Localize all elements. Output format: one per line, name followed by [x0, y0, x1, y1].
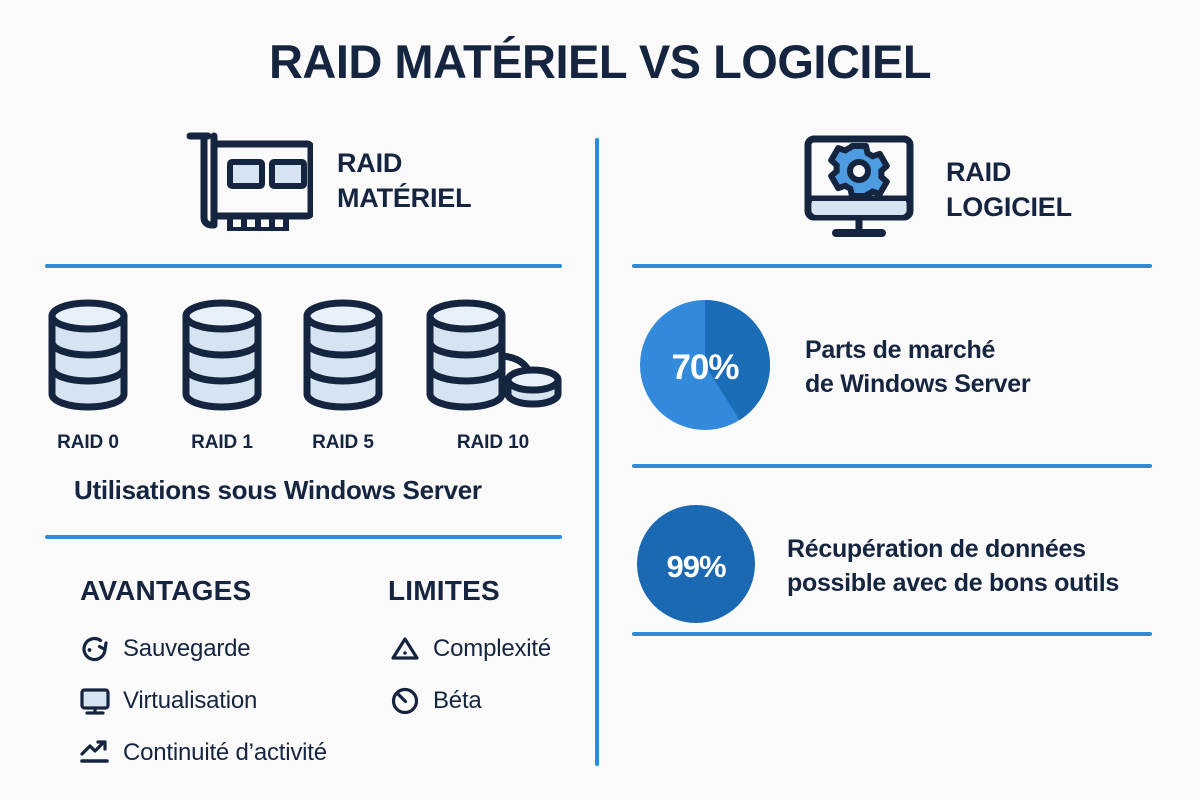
backup-refresh-icon [78, 633, 112, 665]
stat-value: 99% [666, 548, 726, 584]
solid-circle: 99% [637, 505, 755, 628]
database-stack-icon [295, 299, 391, 422]
advantages-title: AVANTAGES [80, 575, 252, 606]
limit-label: Béta [433, 687, 482, 714]
trending-up-icon [78, 737, 112, 769]
raid-level-item: RAID 1 [174, 292, 270, 454]
column-divider [595, 138, 599, 766]
raid-level-label: RAID 0 [57, 432, 119, 453]
advantage-label: Sauvegarde [123, 635, 251, 662]
raid-level-item: RAID 5 [295, 292, 391, 454]
raid-level-label: RAID 5 [312, 432, 374, 453]
raid-level-label: RAID 1 [191, 432, 253, 453]
advantages-group: AVANTAGES Sauvegarde Virtualisation [78, 575, 327, 789]
raid-level-item: RAID 0 [40, 292, 136, 454]
right-rule-middle [632, 464, 1152, 468]
advantage-item: Continuité d’activité [78, 737, 327, 769]
limit-label: Complexité [433, 635, 552, 662]
advantage-label: Continuité d’activité [123, 739, 327, 766]
right-rule-bottom [632, 632, 1152, 636]
stat-value: 70% [671, 347, 739, 387]
left-rule-top [45, 264, 562, 268]
database-stack-mirror-icon [418, 299, 568, 422]
monitor-gear-icon [800, 133, 918, 246]
right-rule-top [632, 264, 1152, 268]
database-stack-icon [40, 299, 136, 422]
monitor-icon [78, 685, 112, 717]
raid-levels-group: RAID 0 RAID 1 [40, 292, 570, 454]
limit-item: Complexité [388, 633, 551, 665]
limits-group: LIMITES Complexité Béta [388, 575, 551, 737]
limit-item: Béta [388, 685, 551, 717]
usage-caption: Utilisations sous Windows Server [74, 475, 482, 505]
database-stack-icon [174, 299, 270, 422]
page-title: RAID MATÉRIEL VS LOGICIEL [268, 35, 932, 88]
left-rule-bottom [45, 535, 562, 539]
advantage-item: Sauvegarde [78, 633, 327, 665]
raid-controller-card-icon [178, 126, 315, 236]
pie-chart: 70% [640, 299, 771, 435]
clock-circle-icon [388, 685, 422, 717]
advantage-item: Virtualisation [78, 685, 327, 717]
limits-title: LIMITES [388, 575, 500, 606]
raid-level-label: RAID 10 [456, 432, 530, 453]
raid-level-item: RAID 10 [418, 292, 568, 454]
warning-triangle-icon [388, 633, 422, 665]
advantage-label: Virtualisation [123, 687, 258, 714]
